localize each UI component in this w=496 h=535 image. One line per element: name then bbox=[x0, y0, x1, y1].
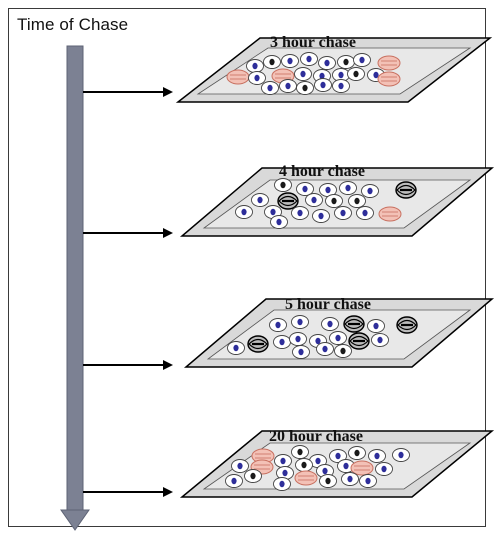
plate-5h bbox=[183, 298, 495, 368]
cell bbox=[274, 178, 292, 192]
cell bbox=[291, 206, 309, 220]
panel-label-20h: 20 hour chase bbox=[269, 428, 363, 445]
cell bbox=[316, 342, 334, 356]
cell bbox=[295, 458, 313, 472]
cell bbox=[348, 194, 366, 208]
cell bbox=[318, 56, 336, 70]
panel-label-3h: 3 hour chase bbox=[270, 34, 356, 51]
cell bbox=[294, 67, 312, 81]
cell bbox=[300, 52, 318, 66]
cell bbox=[316, 464, 334, 478]
cell bbox=[273, 335, 291, 349]
cell bbox=[329, 449, 347, 463]
cell bbox=[291, 315, 309, 329]
cell bbox=[378, 206, 402, 222]
cell bbox=[337, 55, 355, 69]
cell bbox=[334, 344, 352, 358]
cell bbox=[231, 459, 249, 473]
cell bbox=[294, 470, 318, 486]
cell bbox=[367, 319, 385, 333]
cell bbox=[305, 193, 323, 207]
cell bbox=[321, 317, 339, 331]
cell bbox=[329, 331, 347, 345]
cell bbox=[291, 445, 309, 459]
cell bbox=[356, 206, 374, 220]
cell bbox=[392, 448, 410, 462]
cell bbox=[375, 462, 393, 476]
cell bbox=[361, 184, 379, 198]
cell bbox=[343, 315, 365, 333]
cell bbox=[377, 71, 401, 87]
cell bbox=[319, 474, 337, 488]
cell bbox=[309, 454, 327, 468]
cell bbox=[395, 181, 417, 199]
cell bbox=[292, 345, 310, 359]
cell bbox=[319, 183, 337, 197]
panel-label-5h: 5 hour chase bbox=[285, 296, 371, 313]
cell bbox=[396, 316, 418, 334]
cell bbox=[348, 446, 366, 460]
cell bbox=[263, 55, 281, 69]
cell bbox=[296, 81, 314, 95]
cell bbox=[347, 67, 365, 81]
cell bbox=[274, 454, 292, 468]
timeline-arrow-head bbox=[60, 509, 90, 531]
cell bbox=[251, 193, 269, 207]
cell bbox=[353, 53, 371, 67]
cell bbox=[377, 55, 401, 71]
cell bbox=[225, 474, 243, 488]
cell bbox=[339, 181, 357, 195]
cell bbox=[325, 194, 343, 208]
cell bbox=[350, 460, 374, 476]
cell bbox=[261, 81, 279, 95]
plate-3h bbox=[175, 37, 493, 103]
cell bbox=[332, 79, 350, 93]
cell bbox=[273, 477, 291, 491]
cell bbox=[244, 469, 262, 483]
cell bbox=[248, 71, 266, 85]
cell bbox=[371, 333, 389, 347]
plate-20h bbox=[179, 430, 495, 498]
cell bbox=[314, 78, 332, 92]
plate-4h bbox=[179, 167, 495, 237]
cell bbox=[277, 192, 299, 210]
cell bbox=[226, 69, 250, 85]
cell bbox=[296, 182, 314, 196]
timeline-bar bbox=[66, 45, 84, 515]
cell bbox=[279, 79, 297, 93]
cell bbox=[246, 59, 264, 73]
panel-label-4h: 4 hour chase bbox=[279, 163, 365, 180]
cell bbox=[247, 335, 269, 353]
cell bbox=[341, 472, 359, 486]
cell bbox=[270, 215, 288, 229]
cell bbox=[312, 209, 330, 223]
cell bbox=[281, 54, 299, 68]
timeline-title: Time of Chase bbox=[17, 15, 129, 34]
cell bbox=[269, 318, 287, 332]
cell bbox=[227, 341, 245, 355]
cell bbox=[235, 205, 253, 219]
cell bbox=[348, 332, 370, 350]
cell bbox=[359, 474, 377, 488]
cell bbox=[368, 449, 386, 463]
cell bbox=[289, 332, 307, 346]
cell bbox=[334, 206, 352, 220]
